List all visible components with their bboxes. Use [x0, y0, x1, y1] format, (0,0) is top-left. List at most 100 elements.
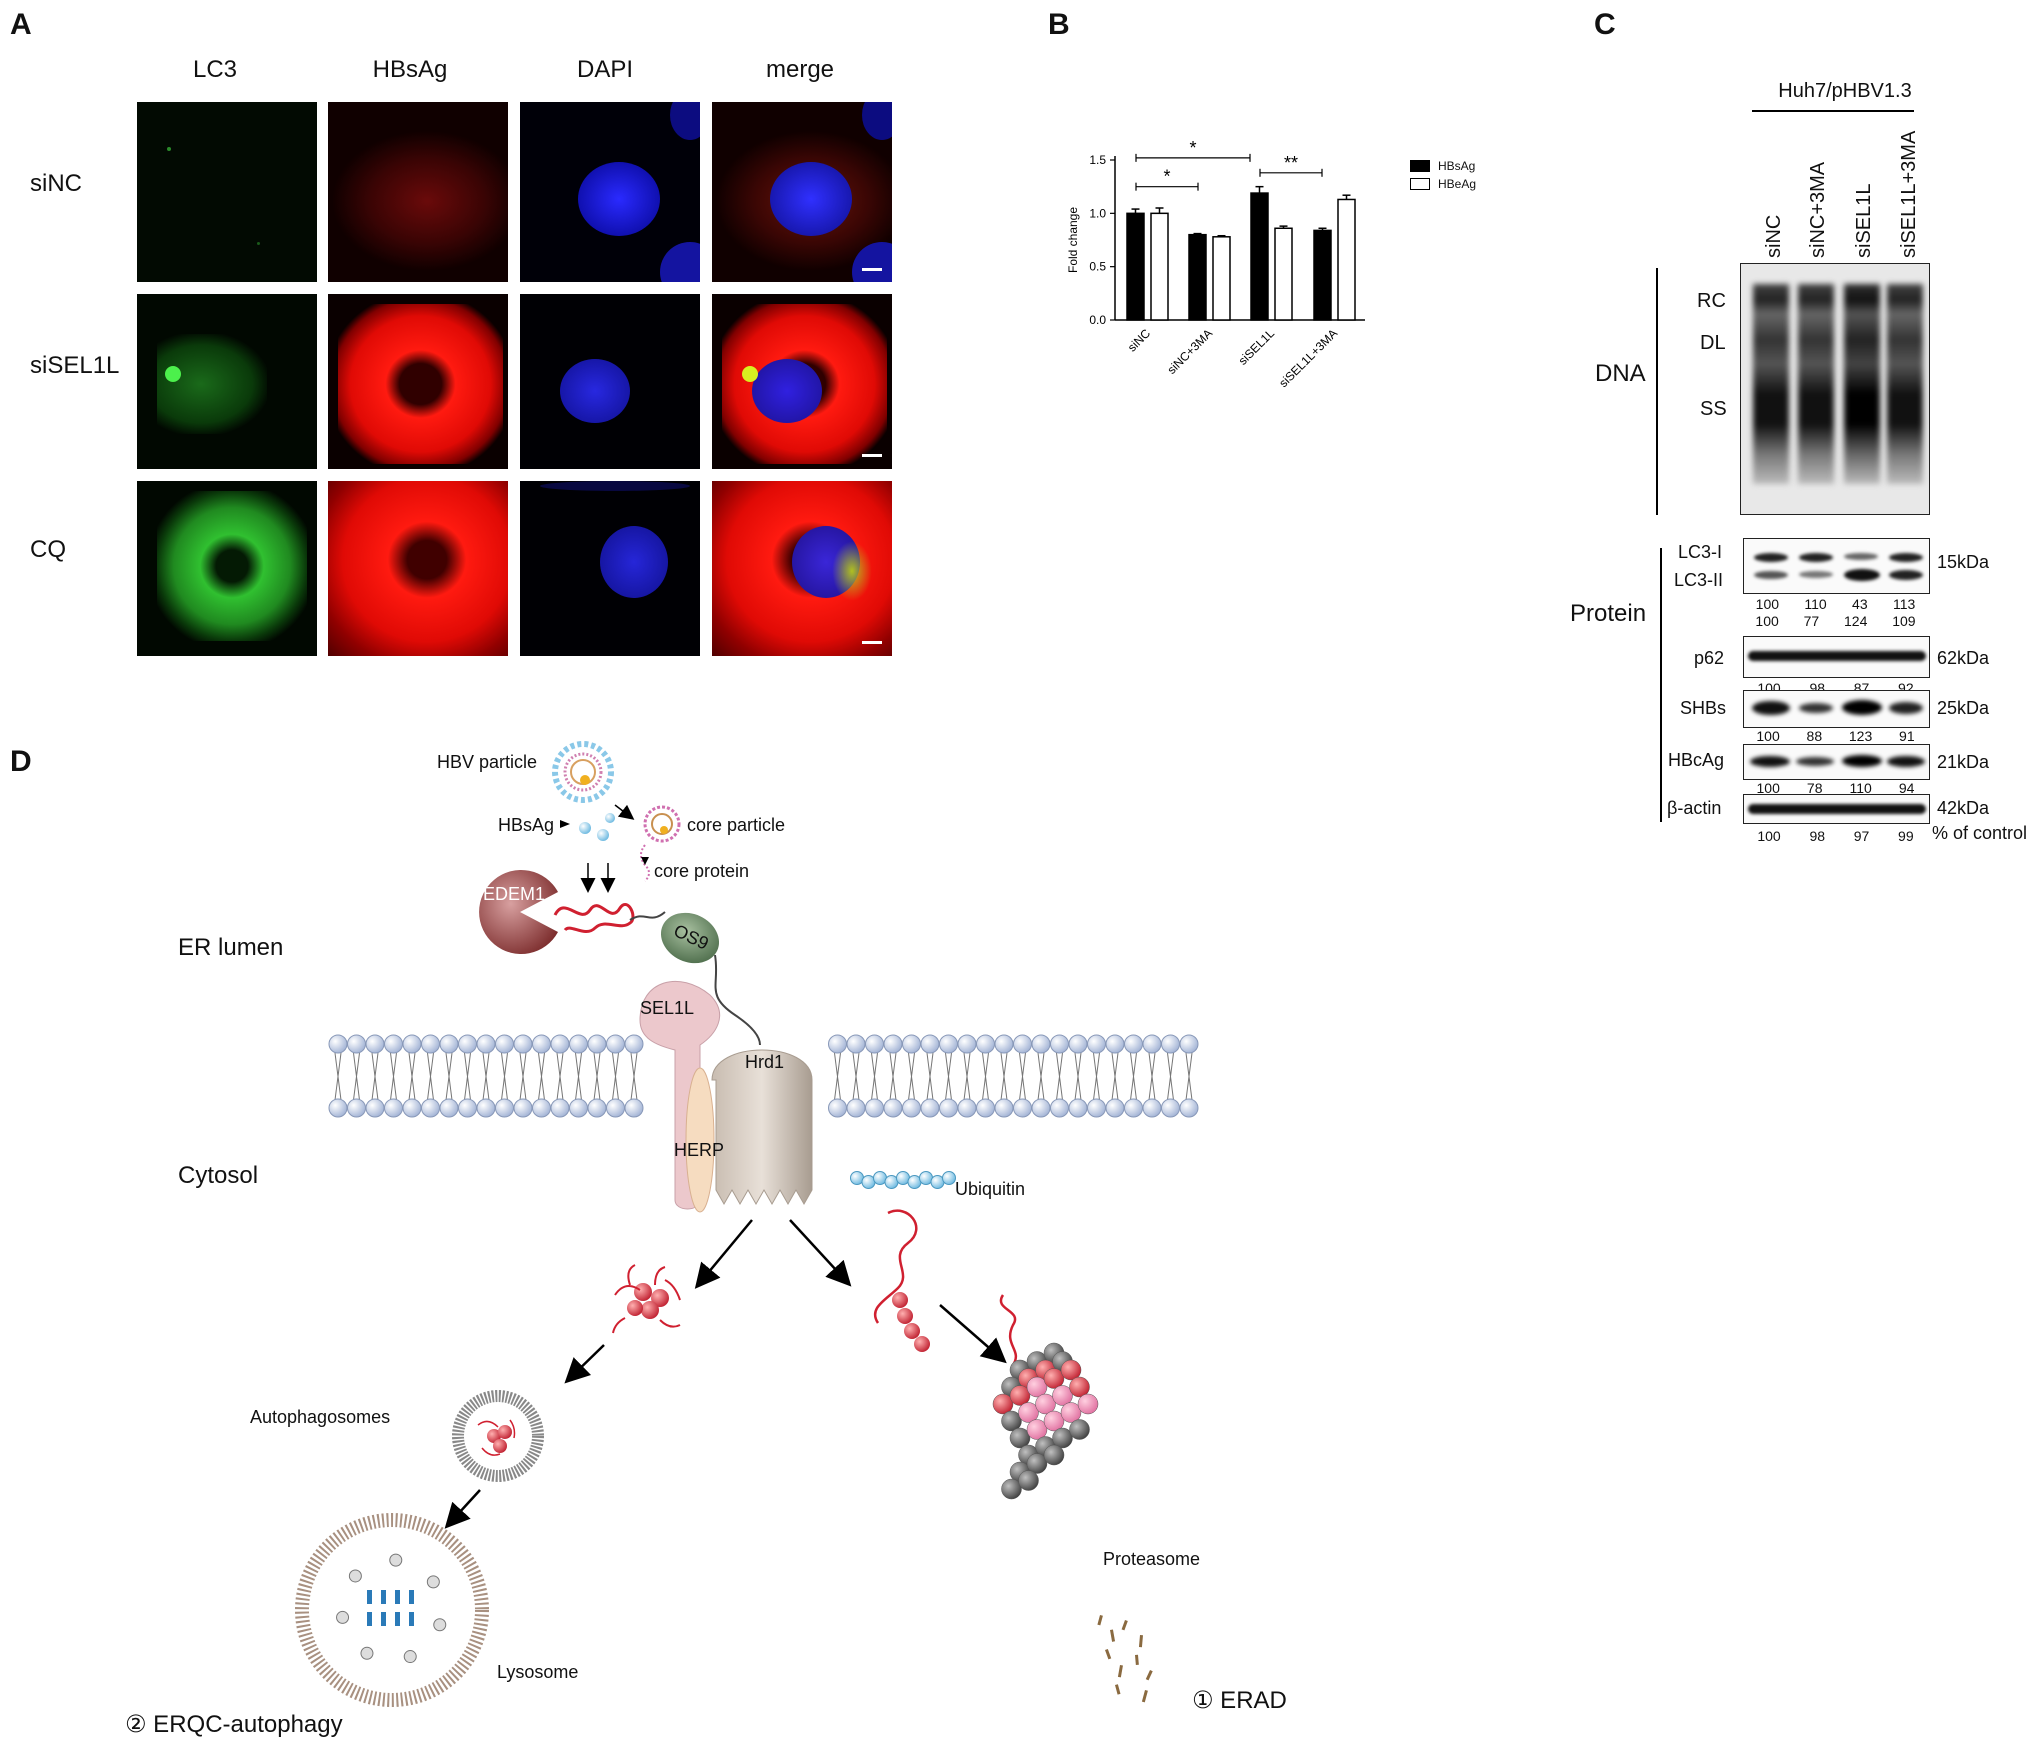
- lane-label-sinc: siNC: [1763, 214, 1785, 258]
- lysosomal-enzyme: [389, 1553, 403, 1567]
- lysosomal-enzyme: [360, 1646, 374, 1660]
- lipid-head: [1105, 1098, 1125, 1118]
- quant-lc3-i: 100 110 43 113: [1743, 596, 1928, 612]
- blot-label-p62: p62: [1694, 648, 1725, 668]
- row-label-sinc: siNC: [30, 170, 82, 197]
- lipid-head: [939, 1098, 958, 1118]
- lipid-head: [1179, 1034, 1199, 1054]
- hbsag-spheres-icon: [579, 813, 615, 841]
- lipid-head: [1161, 1034, 1180, 1054]
- label-core-protein: core protein: [654, 861, 750, 881]
- bar-hbeag: [1212, 236, 1231, 321]
- proteasome-subunit: [1060, 1402, 1082, 1423]
- legend-label-hbeag: HBeAg: [1438, 177, 1477, 191]
- lipid-head: [513, 1098, 533, 1118]
- band-label-dl: DL: [1700, 332, 1726, 354]
- micrograph-cq-lc3: [137, 481, 317, 656]
- quant-value: 100: [1757, 828, 1781, 844]
- peptide-fragments-icon: [1097, 1614, 1153, 1703]
- blot-p62: [1743, 636, 1930, 678]
- lipid-head: [402, 1034, 422, 1054]
- ubiquitin-bead: [942, 1171, 956, 1185]
- label-herp: HERP: [674, 1140, 725, 1160]
- proteasome-subunit: [1069, 1376, 1090, 1398]
- label-hbv-particle: HBV particle: [437, 752, 538, 772]
- lipid-head: [1161, 1098, 1180, 1118]
- label-lysosome: Lysosome: [497, 1662, 579, 1682]
- proteasome-subunit: [1060, 1359, 1082, 1381]
- lipid-head: [865, 1034, 884, 1054]
- label-er-lumen: ER lumen: [178, 934, 284, 961]
- lipid-head: [365, 1034, 385, 1054]
- blot-label-lc3-i: LC3-I: [1678, 542, 1723, 562]
- bar-hbsag: [1250, 192, 1269, 321]
- quant-beta-actin: 100 98 97 99: [1743, 828, 1928, 844]
- lane-label-sisel1l: siSEL1L: [1853, 183, 1875, 259]
- lipid-head: [347, 1034, 366, 1054]
- lipid-head: [828, 1034, 847, 1054]
- label-core-particle: core particle: [687, 815, 786, 835]
- panel-label-d: D: [10, 745, 32, 778]
- hrd1-protein: [711, 1049, 813, 1206]
- micrograph-sinc-dapi: [520, 102, 700, 282]
- lipid-head: [1068, 1098, 1088, 1118]
- lipid-head: [513, 1034, 533, 1054]
- quant-value: 123: [1848, 728, 1873, 744]
- quant-shbs: 100 88 123 91: [1743, 728, 1928, 744]
- quant-value: 110: [1804, 596, 1827, 612]
- label-cytosol: Cytosol: [178, 1162, 259, 1189]
- y-tick-label: 0.0: [1089, 313, 1106, 327]
- col-label-merge: merge: [765, 56, 835, 83]
- lipid-head: [883, 1034, 903, 1054]
- lysosomal-enzyme: [433, 1618, 447, 1632]
- blot-size-beta-actin: 42kDa: [1937, 798, 1990, 818]
- blot-lc3: [1743, 538, 1930, 594]
- lipid-head: [920, 1034, 940, 1054]
- lipid-head: [1031, 1098, 1051, 1118]
- proteasome-subunit: [1018, 1470, 1039, 1491]
- proteasome-subunit: [1052, 1427, 1073, 1449]
- lipid-head: [402, 1098, 422, 1118]
- label-proteasome: Proteasome: [1103, 1549, 1201, 1569]
- blot-shbs: [1743, 690, 1930, 728]
- lipid-head: [458, 1034, 477, 1054]
- proteasome-subunit: [1035, 1393, 1056, 1415]
- lysosomal-enzyme: [336, 1610, 350, 1624]
- lipid-head: [902, 1034, 921, 1054]
- blot-label-beta-actin: β-actin: [1667, 798, 1722, 818]
- label-edem1: EDEM1: [483, 884, 546, 904]
- proteasome-subunit: [1043, 1444, 1065, 1466]
- degraded-fragment: [367, 1590, 372, 1604]
- lipid-head: [994, 1098, 1014, 1118]
- lipid-head: [587, 1034, 607, 1054]
- lipid-head: [569, 1098, 588, 1118]
- lipid-head: [587, 1098, 607, 1118]
- quant-hbcag: 100 78 110 94: [1743, 780, 1928, 796]
- panel-label-a: A: [10, 8, 32, 41]
- lipid-head: [828, 1098, 847, 1118]
- x-tick-label: siSEL1L: [1236, 326, 1278, 368]
- lipid-head: [1087, 1034, 1106, 1054]
- proteasome-subunit: [1001, 1478, 1022, 1500]
- lipid-head: [476, 1098, 496, 1118]
- bar-hbeag: [1150, 212, 1169, 321]
- micrograph-cq-dapi: [520, 481, 700, 656]
- panel-label-b: B: [1048, 8, 1070, 41]
- micrograph-sinc-hbsag: [328, 102, 508, 282]
- quant-value: 109: [1892, 613, 1916, 629]
- degraded-fragment: [367, 1612, 372, 1626]
- er-membrane: [328, 1034, 1199, 1118]
- lipid-head: [1105, 1034, 1125, 1054]
- significance-marker: *: [1189, 138, 1196, 158]
- lipid-head: [994, 1034, 1014, 1054]
- protein-label: Protein: [1570, 600, 1647, 627]
- legend-label-hbsag: HBsAg: [1438, 159, 1476, 173]
- dna-bracket: [1656, 268, 1658, 515]
- quant-value: 124: [1844, 613, 1868, 629]
- quant-lc3-ii: 100 77 124 109: [1743, 613, 1928, 629]
- quant-value: 100: [1755, 596, 1780, 612]
- band-label-rc: RC: [1697, 290, 1726, 312]
- lipid-head: [939, 1034, 958, 1054]
- lane-label-sisel1l-3ma: siSEL1L+3MA: [1898, 130, 1920, 258]
- hbv-particle-icon: [552, 741, 614, 803]
